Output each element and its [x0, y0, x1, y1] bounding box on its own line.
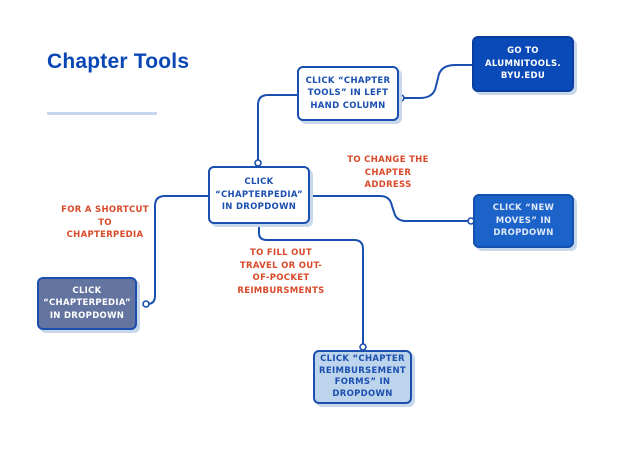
node-click-chapter-tools: CLICK “CHAPTER TOOLS” IN LEFT HAND COLUM… — [297, 66, 399, 121]
node-line: CLICK — [244, 177, 274, 188]
note-line: OF-POCKET — [252, 273, 310, 283]
connector-alumnitools-to-chapter-tools — [404, 64, 472, 99]
note-change-address: TO CHANGE THE CHAPTER ADDRESS — [338, 154, 438, 192]
connector-chapterpedia-to-reimbursement — [258, 225, 364, 346]
node-line: DROPDOWN — [332, 388, 393, 399]
node-line: “CHAPTERPEDIA” — [43, 298, 131, 309]
note-line: FOR A SHORTCUT — [61, 205, 149, 215]
node-line: FORMS” IN — [334, 377, 391, 387]
node-line: CLICK “NEW — [492, 203, 555, 214]
node-line: HAND COLUMN — [310, 100, 386, 111]
node-line: GO TO — [507, 46, 539, 57]
note-line: REIMBURSMENTS — [237, 285, 325, 296]
title-underline — [47, 112, 157, 115]
node-line: REIMBURSEMENT — [319, 365, 406, 376]
node-go-to-alumnitools: GO TO ALUMNITOOLS. BYU.EDU — [472, 36, 574, 92]
note-line: CHAPTERPEDIA — [66, 230, 144, 240]
node-line: CLICK — [72, 285, 102, 296]
connector-chapterpedia-to-new-moves — [310, 195, 468, 222]
note-line: TO CHANGE THE — [347, 155, 429, 165]
note-shortcut: FOR A SHORTCUT TO CHAPTERPEDIA — [52, 204, 158, 242]
connector-endpoint — [142, 300, 150, 308]
node-line: TOOLS” IN LEFT — [307, 88, 389, 99]
node-click-chapterpedia-shortcut: CLICK “CHAPTERPEDIA” IN DROPDOWN — [37, 277, 137, 330]
node-click-reimbursement-forms: CLICK “CHAPTER REIMBURSEMENT FORMS” IN D… — [313, 350, 412, 404]
node-line: “CHAPTERPEDIA” — [215, 189, 303, 200]
note-line: TO — [98, 217, 112, 228]
note-line: TRAVEL OR OUT- — [239, 260, 323, 271]
note-line: CHAPTER — [364, 167, 412, 178]
node-line: MOVES” IN — [495, 215, 552, 226]
connector-chapter-tools-to-chapterpedia — [257, 94, 297, 163]
node-line: ALUMNITOOLS. — [485, 58, 561, 69]
node-click-new-moves: CLICK “NEW MOVES” IN DROPDOWN — [473, 194, 574, 248]
node-line: CLICK “CHAPTER — [305, 75, 391, 86]
node-click-chapterpedia-main: CLICK “CHAPTERPEDIA” IN DROPDOWN — [208, 166, 310, 224]
note-line: ADDRESS — [364, 180, 412, 190]
note-reimbursements: TO FILL OUT TRAVEL OR OUT- OF-POCKET REI… — [226, 247, 336, 297]
connector-chapterpedia-to-shortcut — [146, 195, 208, 305]
node-line: CLICK “CHAPTER — [320, 354, 405, 364]
note-line: TO FILL OUT — [250, 248, 312, 258]
node-line: DROPDOWN — [493, 228, 554, 239]
node-line: IN DROPDOWN — [221, 202, 297, 213]
node-line: BYU.EDU — [500, 71, 546, 82]
page-title: Chapter Tools — [47, 50, 190, 73]
node-line: IN DROPDOWN — [49, 310, 125, 321]
